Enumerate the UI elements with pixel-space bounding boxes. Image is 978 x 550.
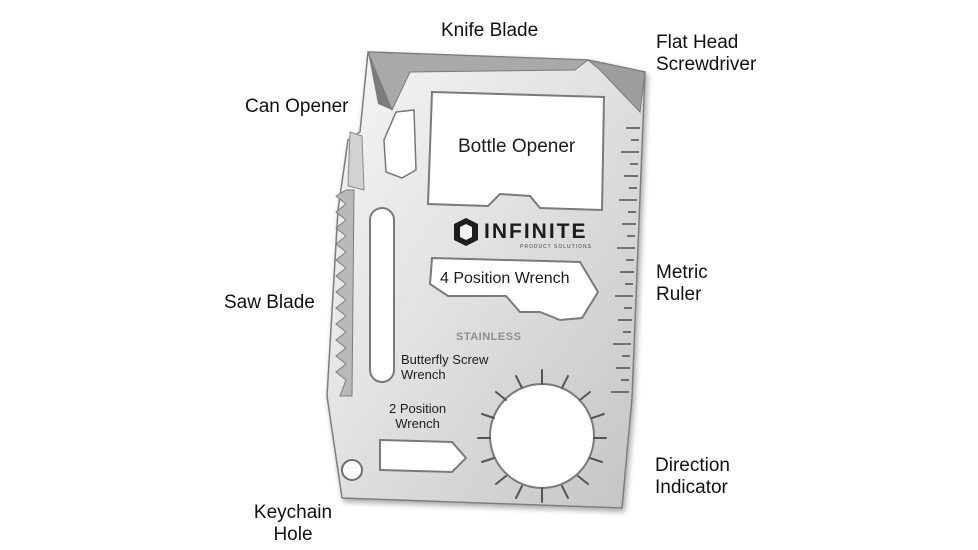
butterfly-wrench-slot xyxy=(369,207,395,383)
butterfly-screw-wrench-label: Butterfly Screw Wrench xyxy=(401,352,488,382)
brand-logo-icon xyxy=(454,218,478,246)
direction-indicator-label: Direction Indicator xyxy=(655,455,730,499)
direction-indicator-line1: Direction xyxy=(655,455,730,476)
butterfly-screw-wrench-line1: Butterfly Screw xyxy=(401,352,489,367)
direction-indicator-ticks xyxy=(477,369,607,503)
four-position-wrench-label: 4 Position Wrench xyxy=(440,270,570,287)
bottle-opener-window xyxy=(426,90,606,212)
direction-indicator-line2: Indicator xyxy=(655,477,728,498)
two-position-wrench-line1: 2 Position xyxy=(389,401,447,416)
keychain-hole xyxy=(341,459,363,481)
keychain-hole-line2: Hole xyxy=(273,524,313,545)
metric-ruler-ticks xyxy=(611,127,640,393)
two-position-wrench-label: 2 Position Wrench xyxy=(389,401,446,431)
bottle-opener-label: Bottle Opener xyxy=(458,136,576,157)
can-opener-slot xyxy=(383,109,417,179)
metric-ruler-line1: Metric xyxy=(656,262,708,283)
saw-blade-teeth xyxy=(335,189,355,397)
brand-name: INFINITE xyxy=(484,220,588,243)
metric-ruler-label: Metric Ruler xyxy=(656,262,708,306)
flat-head-screwdriver-label: Flat Head Screwdriver xyxy=(656,32,756,76)
metric-ruler-line2: Ruler xyxy=(656,284,702,305)
flat-head-line2: Screwdriver xyxy=(656,54,757,75)
knife-blade-label: Knife Blade xyxy=(441,20,539,41)
two-position-wrench-window xyxy=(379,438,468,474)
stainless-stamp: STAINLESS xyxy=(456,331,522,343)
butterfly-screw-wrench-line2: Wrench xyxy=(401,367,446,382)
four-position-wrench-window xyxy=(428,256,600,322)
keychain-hole-line1: Keychain xyxy=(253,502,333,523)
saw-blade-label: Saw Blade xyxy=(224,292,315,313)
can-opener-label: Can Opener xyxy=(245,96,349,117)
flat-head-line1: Flat Head xyxy=(656,32,739,53)
keychain-hole-label: Keychain Hole xyxy=(250,502,336,546)
two-position-wrench-line2: Wrench xyxy=(395,416,440,431)
brand-tagline: PRODUCT SOLUTIONS xyxy=(520,244,592,250)
flat-head-screwdriver-edge xyxy=(587,59,646,114)
